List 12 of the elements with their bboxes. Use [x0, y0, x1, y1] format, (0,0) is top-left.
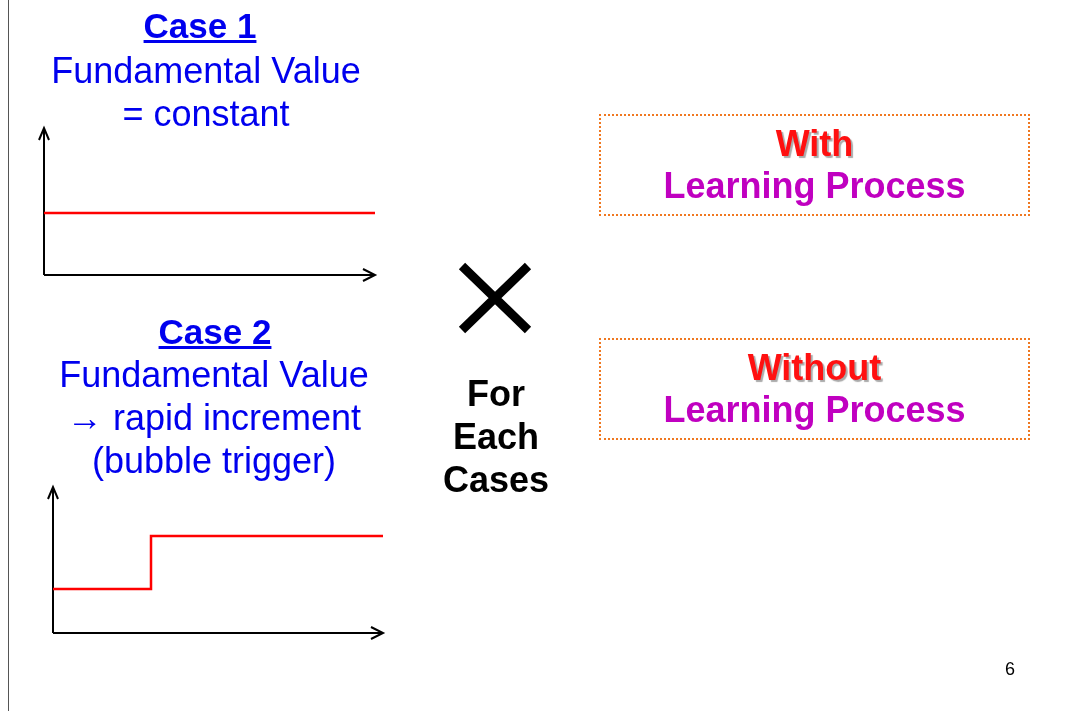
case-heading: Case 1 [142, 5, 258, 47]
note-text: For Each Cases [441, 372, 551, 501]
box-heading: Without [747, 347, 882, 389]
page-number: 6 [1004, 658, 1016, 681]
box-heading: With [775, 123, 854, 165]
case-heading: Case 2 [157, 311, 273, 353]
case-description: Fundamental Value = constant [50, 49, 362, 135]
box-text: Learning Process [663, 389, 966, 431]
dotted-box [599, 338, 1030, 440]
case-description: Fundamental Value → rapid increment (bubble trigger) [58, 353, 370, 482]
box-text: Learning Process [663, 165, 966, 207]
dotted-box [599, 114, 1030, 216]
